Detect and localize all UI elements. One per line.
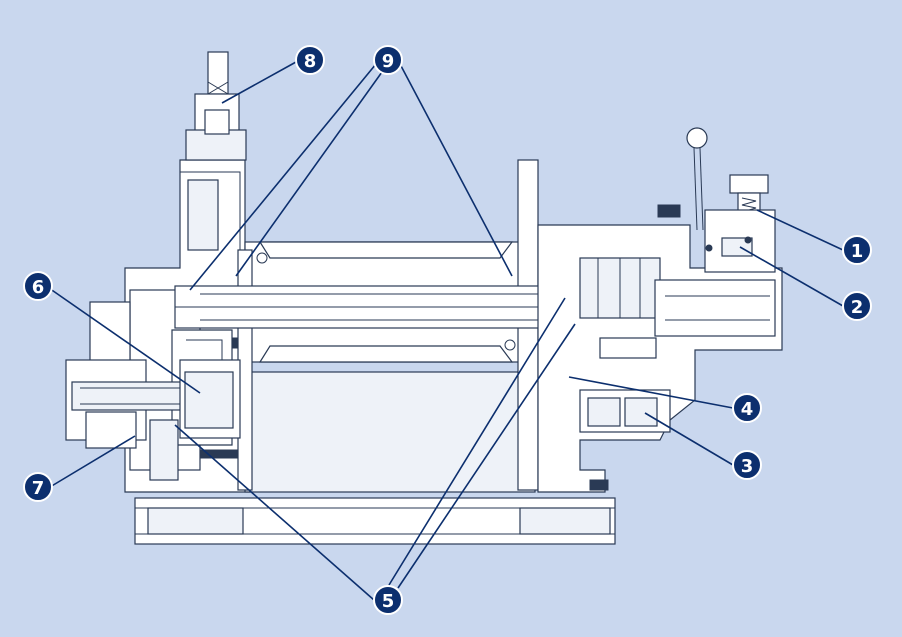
right-housing xyxy=(537,204,783,493)
svg-text:4: 4 xyxy=(741,399,754,420)
svg-text:2: 2 xyxy=(851,297,864,318)
callout-7: 7 xyxy=(23,472,53,502)
control-valve-assembly xyxy=(686,127,776,273)
callout-6: 6 xyxy=(23,271,53,301)
callout-4: 4 xyxy=(732,393,762,423)
svg-text:9: 9 xyxy=(382,51,395,72)
leader-lines xyxy=(45,61,844,601)
svg-text:3: 3 xyxy=(741,456,754,477)
svg-text:5: 5 xyxy=(382,591,395,612)
callout-3: 3 xyxy=(732,450,762,480)
svg-text:8: 8 xyxy=(304,51,317,72)
band-brake-linkage xyxy=(185,51,247,161)
main-shaft xyxy=(174,285,576,329)
left-end-planetary-unit xyxy=(65,301,241,449)
callout-5: 5 xyxy=(373,585,403,615)
svg-text:6: 6 xyxy=(32,277,45,298)
callout-8: 8 xyxy=(295,45,325,75)
winch-drum xyxy=(244,241,536,493)
base-frame xyxy=(134,497,616,545)
callout-9: 9 xyxy=(373,45,403,75)
svg-text:7: 7 xyxy=(32,478,45,499)
callout-2: 2 xyxy=(842,291,872,321)
callout-1: 1 xyxy=(842,235,872,265)
svg-text:1: 1 xyxy=(851,241,864,262)
